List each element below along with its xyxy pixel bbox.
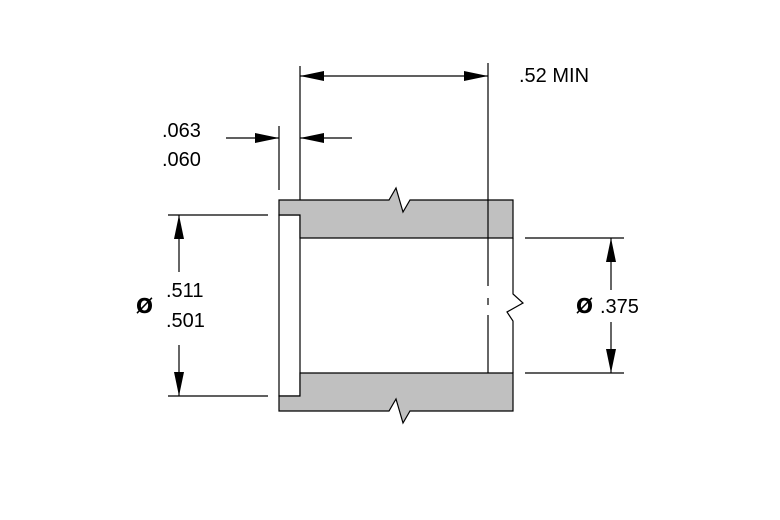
top-wall-section: [278, 186, 514, 239]
flange-arrow-right: [300, 133, 324, 143]
length-arrow-left: [300, 71, 324, 81]
od-arrow-top: [174, 215, 184, 239]
id-arrow-bottom: [606, 349, 616, 373]
id-dimension-text: .375: [600, 296, 639, 318]
length-arrow-right: [464, 71, 488, 81]
od-diameter-symbol: Ø: [136, 294, 153, 318]
length-dimension-text: .52 MIN: [519, 65, 589, 87]
od-max-text: .511: [166, 280, 203, 302]
bore-break-line: [506, 238, 525, 373]
od-min-text: .501: [166, 310, 205, 332]
id-arrow-top: [606, 238, 616, 262]
id-diameter-symbol: Ø: [576, 294, 593, 318]
flange-outline: [278, 214, 301, 397]
od-arrow-bottom: [174, 372, 184, 396]
flange-arrow-left: [255, 133, 279, 143]
flange-thickness-max: .063: [162, 120, 201, 142]
flange-thickness-min: .060: [162, 149, 201, 171]
bottom-wall-section: [278, 372, 514, 425]
